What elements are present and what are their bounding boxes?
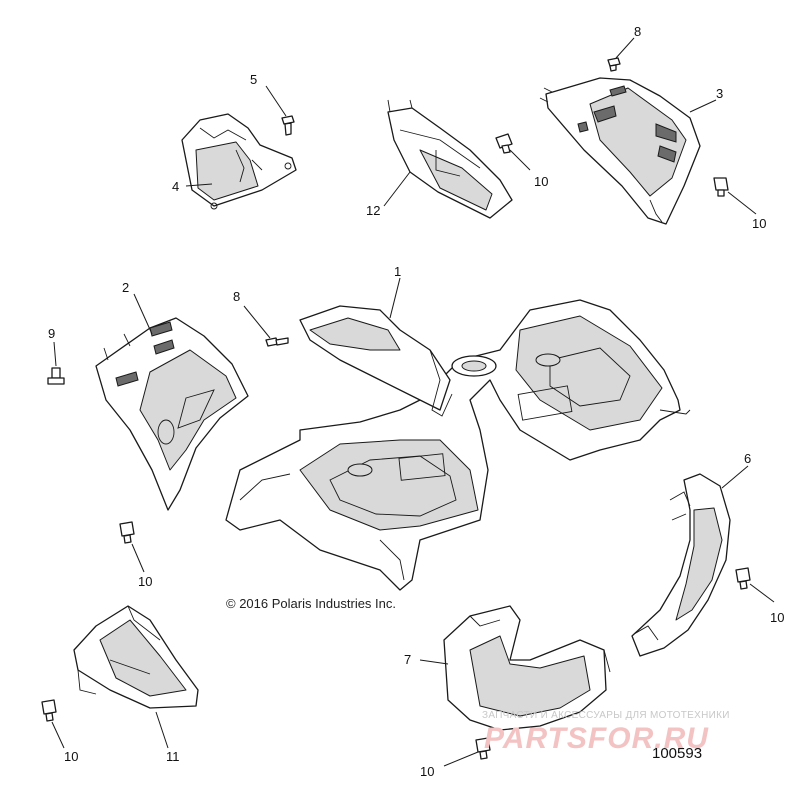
- part-2-side-panel[interactable]: [95, 317, 249, 511]
- watermark-brand: PARTSFOR.RU: [484, 722, 709, 755]
- part-8-screw-left[interactable]: [265, 337, 289, 347]
- callout-10-e: 10: [64, 749, 78, 764]
- callout-5: 5: [250, 72, 257, 87]
- leader-lines: [51, 37, 775, 767]
- part-12-bracket[interactable]: [387, 99, 513, 219]
- callout-10-c: 10: [138, 574, 152, 589]
- callout-10-b: 10: [752, 216, 766, 231]
- part-3-side-panel[interactable]: [539, 77, 701, 225]
- callout-2: 2: [122, 280, 129, 295]
- part-4-console-cover[interactable]: [181, 113, 297, 210]
- part-9-screw[interactable]: [47, 367, 65, 385]
- part-10-fastener-a[interactable]: [495, 133, 513, 154]
- callout-8-top: 8: [634, 24, 641, 39]
- part-6-rear-side-panel[interactable]: [631, 473, 731, 657]
- part-10-fastener-d[interactable]: [735, 567, 751, 590]
- watermark: ЗАПЧАСТИ И АКСЕССУАРЫ ДЛЯ МОТОТЕХНИКИ PA…: [482, 710, 730, 755]
- watermark-tagline: ЗАПЧАСТИ И АКСЕССУАРЫ ДЛЯ МОТОТЕХНИКИ: [482, 710, 730, 721]
- callout-1: 1: [394, 264, 401, 279]
- part-8-screw-top[interactable]: [607, 57, 621, 72]
- callout-6: 6: [744, 451, 751, 466]
- part-10-fastener-b[interactable]: [713, 177, 729, 197]
- callout-7: 7: [404, 652, 411, 667]
- part-10-fastener-e[interactable]: [41, 699, 57, 722]
- callout-8-left: 8: [233, 289, 240, 304]
- callout-10-f: 10: [420, 764, 434, 779]
- part-11-front-panel[interactable]: [73, 605, 199, 709]
- callout-11: 11: [166, 749, 180, 764]
- callout-labels: 1 2 3 4 5 6 7 8 8 9 10 10 10 10 10 10 10…: [48, 24, 784, 779]
- callout-10-d: 10: [770, 610, 784, 625]
- diagram-number: 100593: [652, 745, 702, 762]
- part-10-fastener-f[interactable]: [475, 737, 491, 760]
- part-7-rear-lower-panel[interactable]: [443, 605, 611, 731]
- part-10-fastener-c[interactable]: [119, 521, 135, 544]
- part-5-screw[interactable]: [281, 115, 295, 136]
- callout-3: 3: [716, 86, 723, 101]
- callout-12: 12: [366, 203, 380, 218]
- copyright-notice: © 2016 Polaris Industries Inc.: [226, 596, 396, 611]
- part-1-fender-cab[interactable]: [225, 299, 691, 591]
- callout-10-a: 10: [534, 174, 548, 189]
- callout-4: 4: [172, 179, 179, 194]
- callout-9: 9: [48, 326, 55, 341]
